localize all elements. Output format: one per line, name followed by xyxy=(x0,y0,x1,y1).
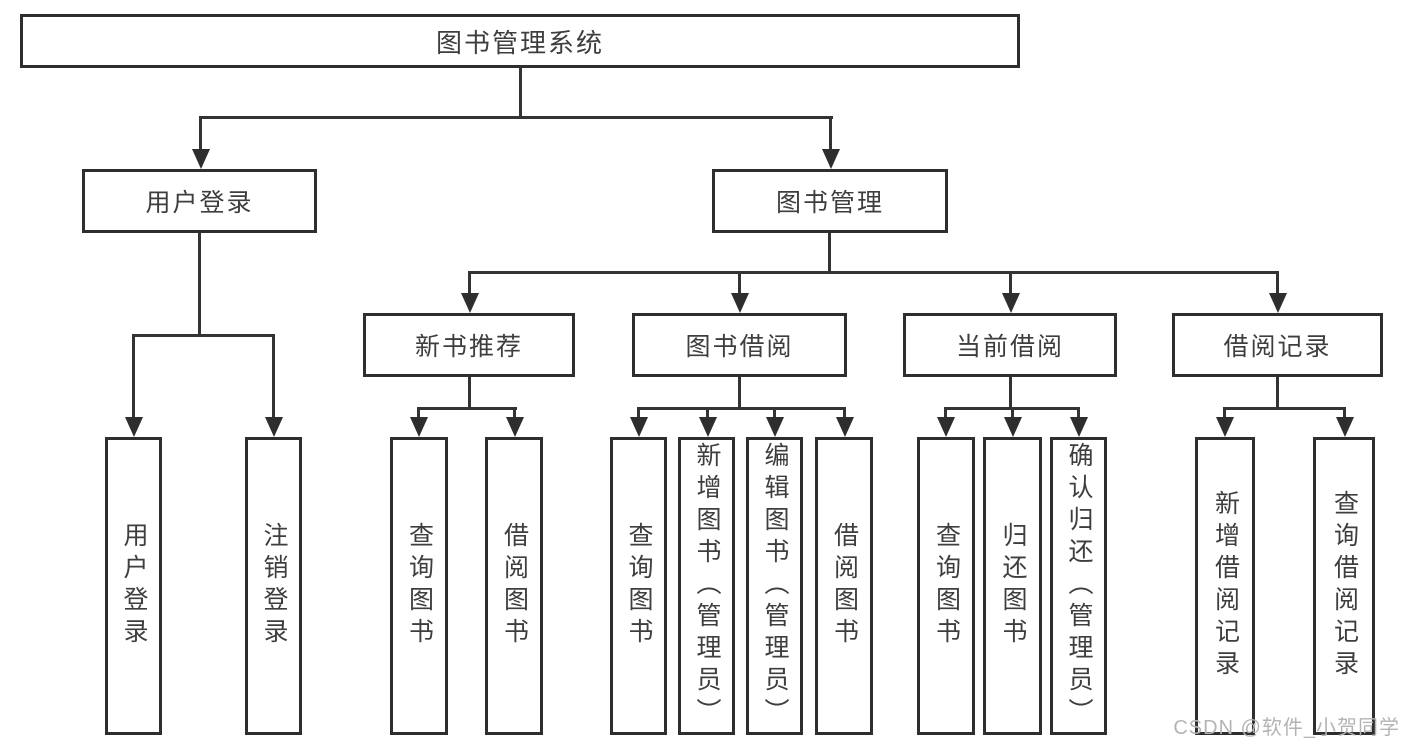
connector-line xyxy=(468,377,471,409)
node-new-book-recommend: 新书推荐 xyxy=(363,313,575,377)
node-current-borrow: 当前借阅 xyxy=(903,313,1117,377)
leaf-label: 编辑图书（管理员） xyxy=(761,442,789,730)
leaf-label: 新增借阅记录 xyxy=(1211,490,1240,682)
connector-line xyxy=(1223,407,1346,410)
arrow-down-icon xyxy=(1069,407,1088,437)
connector-line xyxy=(417,407,517,410)
leaf-query-books: 查询图书 xyxy=(610,437,667,735)
node-label: 图书管理系统 xyxy=(435,27,604,58)
node-label: 新书推荐 xyxy=(414,333,523,361)
arrow-down-icon xyxy=(264,334,283,437)
connector-line xyxy=(519,68,522,118)
leaf-label: 新增图书（管理员） xyxy=(693,442,721,730)
arrow-down-icon xyxy=(835,407,854,437)
arrow-down-icon xyxy=(629,407,648,437)
node-book-borrow: 图书借阅 xyxy=(632,313,847,377)
node-library-management-system: 图书管理系统 xyxy=(20,14,1020,68)
watermark: CSDN @软件_小贺同学 xyxy=(1173,717,1400,739)
arrow-down-icon xyxy=(124,334,143,437)
arrow-down-icon xyxy=(1335,407,1354,437)
connector-line xyxy=(828,233,831,273)
arrow-down-icon xyxy=(505,407,524,437)
node-label: 当前借阅 xyxy=(955,333,1064,361)
leaf-label: 确认归还（管理员） xyxy=(1065,442,1093,730)
node-label: 图书借阅 xyxy=(685,333,794,361)
node-borrow-records: 借阅记录 xyxy=(1172,313,1383,377)
arrow-down-icon xyxy=(460,271,479,313)
leaf-query-books-recommend: 查询图书 xyxy=(390,437,448,735)
leaf-borrow-books: 借阅图书 xyxy=(815,437,873,735)
arrow-down-icon xyxy=(191,116,210,169)
leaf-logout: 注销登录 xyxy=(245,437,302,735)
leaf-add-books-admin: 新增图书（管理员） xyxy=(678,437,735,735)
leaf-label: 查询图书 xyxy=(932,522,961,650)
connector-line xyxy=(1009,377,1012,409)
leaf-label: 查询图书 xyxy=(625,522,653,650)
leaf-label: 查询图书 xyxy=(405,522,434,650)
leaf-borrow-books-recommend: 借阅图书 xyxy=(485,437,543,735)
connector-line xyxy=(738,377,741,409)
leaf-label: 查询借阅记录 xyxy=(1330,490,1359,682)
leaf-label: 注销登录 xyxy=(260,522,288,650)
connector-line xyxy=(199,116,833,119)
connector-line xyxy=(132,334,275,337)
node-label: 借阅记录 xyxy=(1223,333,1332,361)
leaf-label: 归还图书 xyxy=(999,522,1027,650)
leaf-label: 借阅图书 xyxy=(500,522,529,650)
connector-line xyxy=(198,233,201,336)
node-label: 用户登录 xyxy=(145,189,254,217)
node-label: 图书管理 xyxy=(775,189,884,217)
node-user-login: 用户登录 xyxy=(82,169,317,233)
arrow-down-icon xyxy=(1001,271,1020,313)
arrow-down-icon xyxy=(409,407,428,437)
leaf-user-login: 用户登录 xyxy=(105,437,162,735)
arrow-down-icon xyxy=(730,271,749,313)
leaf-confirm-return-admin: 确认归还（管理员） xyxy=(1050,437,1107,735)
leaf-query-borrow-record: 查询借阅记录 xyxy=(1313,437,1375,735)
arrow-down-icon xyxy=(1268,271,1287,313)
node-book-management: 图书管理 xyxy=(712,169,948,233)
arrow-down-icon xyxy=(1215,407,1234,437)
leaf-edit-books-admin: 编辑图书（管理员） xyxy=(746,437,803,735)
leaf-query-books-current: 查询图书 xyxy=(917,437,975,735)
leaf-add-borrow-record: 新增借阅记录 xyxy=(1195,437,1255,735)
arrow-down-icon xyxy=(1003,407,1022,437)
connector-line xyxy=(1276,377,1279,409)
connector-line xyxy=(468,271,1279,274)
arrow-down-icon xyxy=(821,116,840,169)
arrow-down-icon xyxy=(698,407,717,437)
connector-line xyxy=(637,407,845,410)
arrow-down-icon xyxy=(765,407,784,437)
leaf-label: 借阅图书 xyxy=(830,522,859,650)
arrow-down-icon xyxy=(936,407,955,437)
leaf-label: 用户登录 xyxy=(120,522,148,650)
leaf-return-books: 归还图书 xyxy=(983,437,1042,735)
